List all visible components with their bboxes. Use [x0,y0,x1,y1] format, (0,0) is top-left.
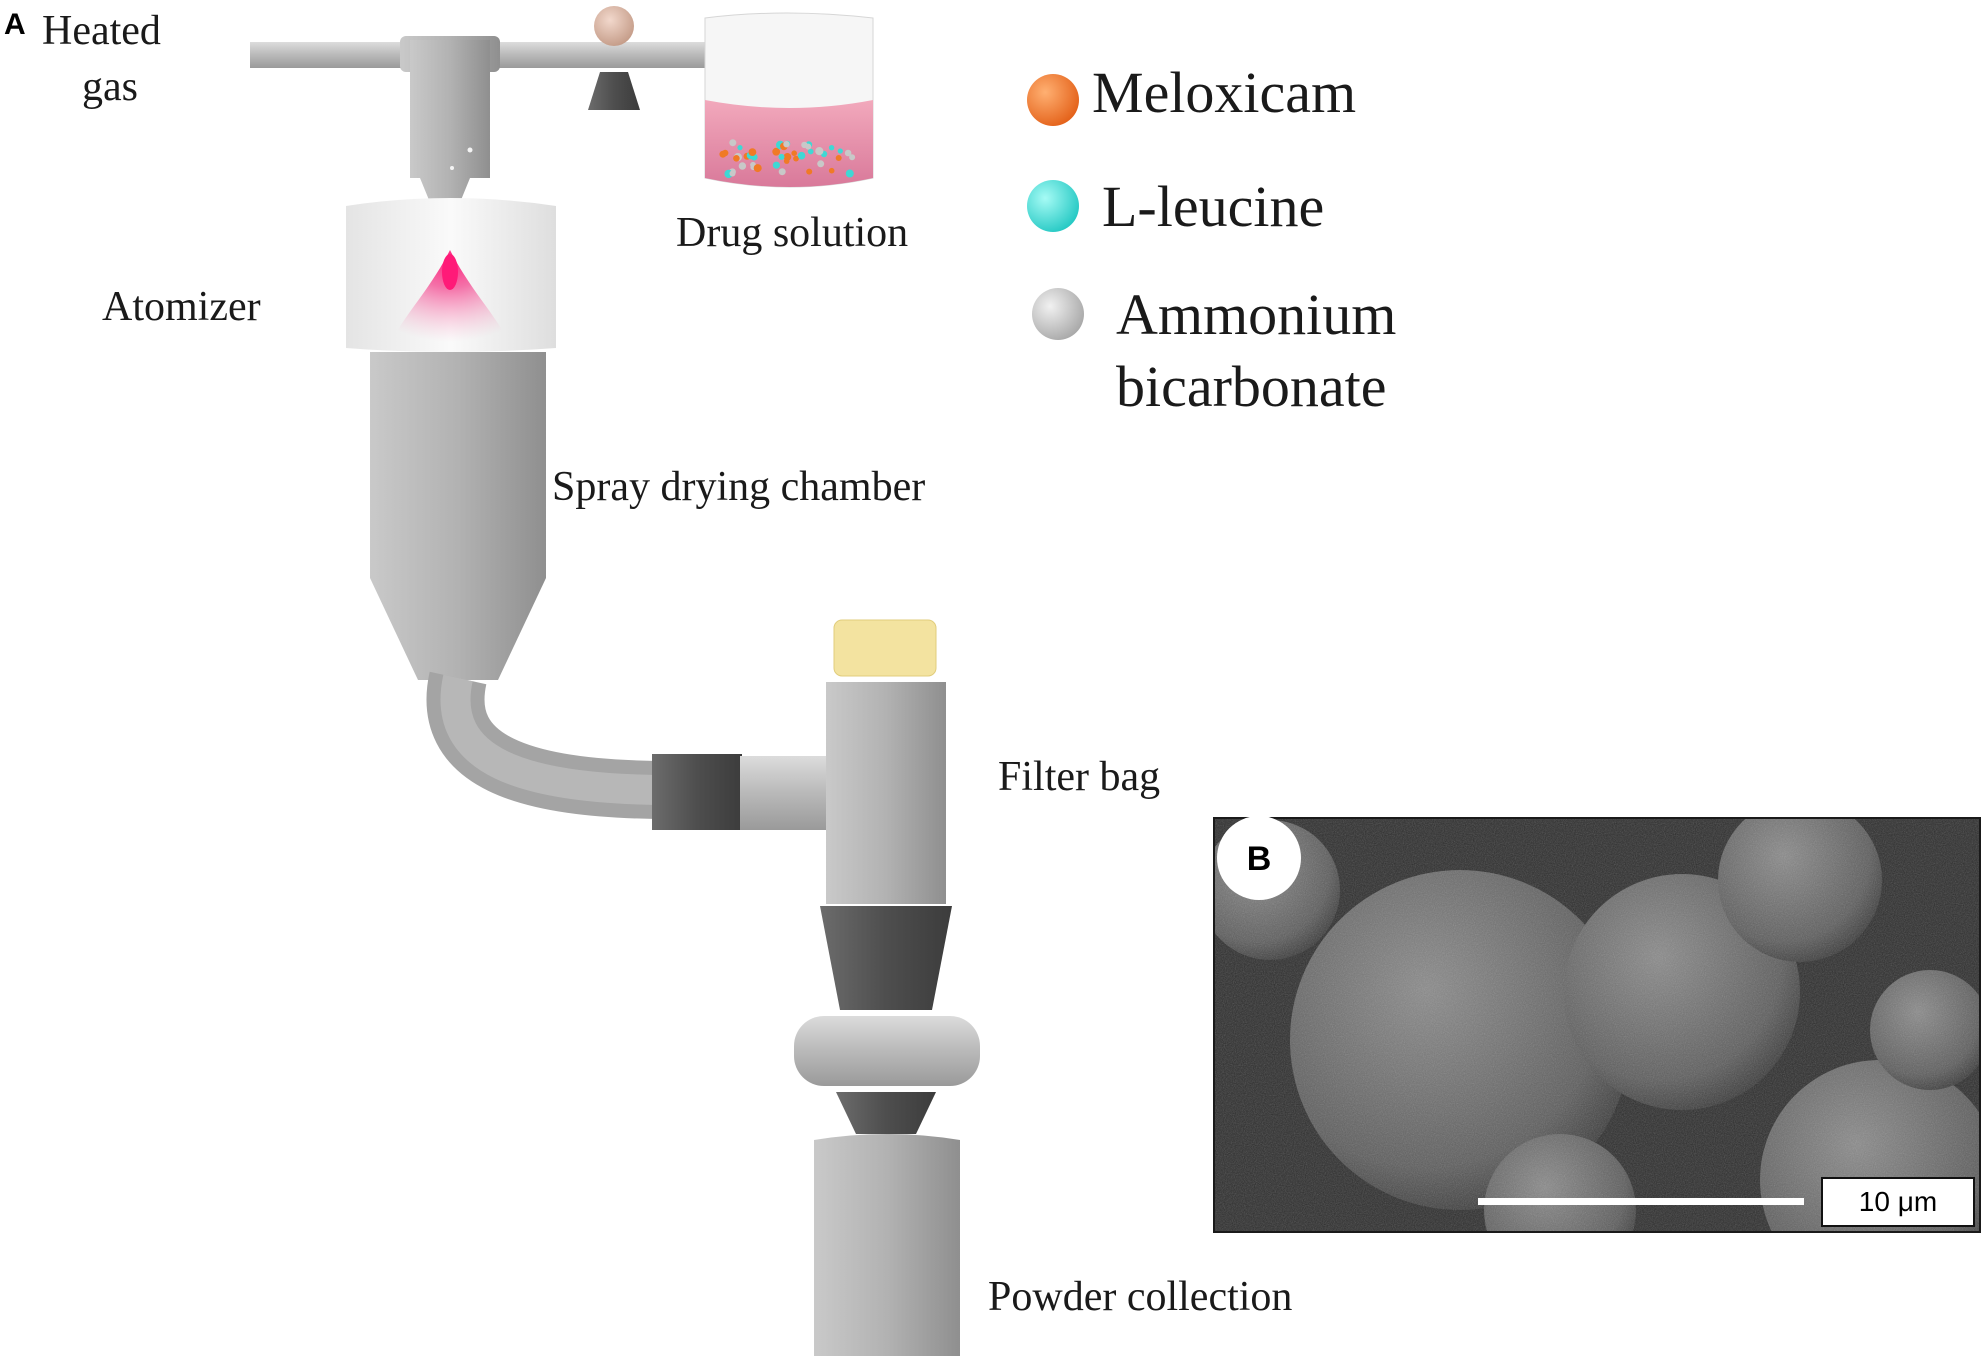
legend-label-l-leucine: L-leucine [1102,174,1324,239]
valve [588,6,640,110]
solution-particle [753,164,762,173]
solution-particle [778,168,786,176]
label-drug-solution: Drug solution [676,210,908,256]
solution-particle [719,150,727,158]
solution-particle [815,147,824,156]
solution-particle [807,148,814,155]
spray-mist [392,250,508,342]
legend-swatch-meloxicam [1027,74,1079,126]
panel-label-a: A [4,8,26,41]
label-filter-bag: Filter bag [998,754,1160,800]
legend-swatch-ammonium-bicarbonate [1032,288,1084,340]
solution-particle [817,160,825,168]
spray-jet [442,254,458,290]
legend-label-bicarbonate: bicarbonate [1116,354,1387,419]
legend-label-ammonium: Ammonium [1116,282,1396,347]
solution-particle [772,147,781,156]
scale-label-box [1821,1177,1975,1227]
atomizer [346,198,556,352]
sem-micrograph: B 10 μm [1213,816,1981,1233]
solution-particle [783,141,790,148]
label-heated-gas-line1: Heated [42,8,161,54]
solution-particle [835,155,842,161]
solution-particle [733,155,740,162]
solution-particle [806,168,813,175]
solution-particle [772,161,781,169]
solution-particle [738,162,747,170]
gas-nozzle [400,36,500,222]
solution-particle [797,151,806,160]
spray-drying-chamber [370,352,546,680]
drug-solution-container [704,12,874,188]
solution-particle [793,155,799,162]
filter-bag [820,619,952,1010]
label-spray-drying-chamber: Spray drying chamber [552,464,925,510]
solution-particle [791,150,797,156]
legend-swatch-l-leucine [1027,180,1079,232]
connecting-pipe [426,671,832,830]
label-heated-gas-line2: gas [82,64,138,110]
solution-particle [845,169,854,178]
solution-particle [828,145,835,151]
solution-particles [719,139,856,179]
filter-cap [833,619,937,677]
panel-label-b: B [1247,840,1272,878]
solution-particle [778,153,785,160]
panel-b-badge [1217,816,1301,900]
legend: Meloxicam L-leucine Ammonium bicarbonate [1027,60,1396,419]
solution-particle [748,148,757,157]
label-powder-collection: Powder collection [988,1274,1292,1320]
solution-particle [828,167,835,174]
solution-particle [737,145,743,151]
scale-bar [1478,1198,1804,1205]
solution-particle [837,148,843,154]
solution-particle [801,141,808,149]
solution-particle [729,139,737,147]
scale-label: 10 μm [1859,1186,1937,1217]
solution-particle [849,154,856,161]
legend-label-meloxicam: Meloxicam [1092,60,1356,125]
powder-collection-unit [794,1016,980,1356]
label-atomizer: Atomizer [102,284,261,330]
solution-particle [844,149,852,157]
solution-particle [729,170,736,177]
solution-particle [783,153,792,161]
